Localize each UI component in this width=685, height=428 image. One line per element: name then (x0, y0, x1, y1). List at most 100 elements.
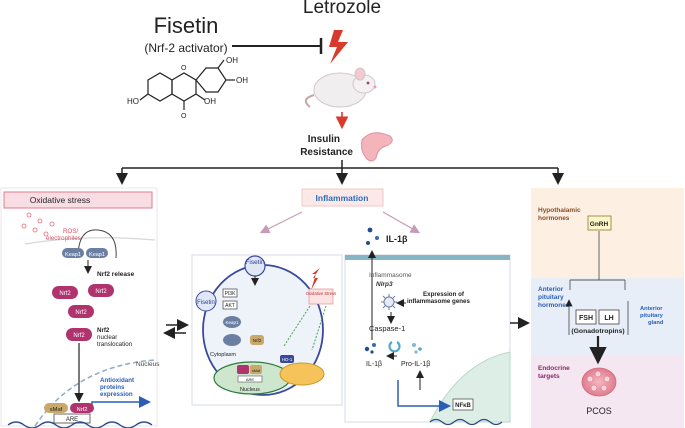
antioxidant-label-1: Antioxidant (100, 377, 134, 384)
insulin-label: Insulin (308, 134, 340, 145)
nlrp3-label: Nlrp3 (376, 281, 393, 288)
pi3k-label: PI3K (225, 291, 237, 297)
smaf-protein (44, 403, 68, 413)
oh-bottom-label: OH (204, 97, 216, 106)
nrf2-nuclear (237, 365, 249, 374)
ros-label-2: electrophiles (46, 235, 81, 242)
caspase-icon (388, 341, 401, 353)
lh-label: LH (604, 315, 613, 322)
pro-il1b-dots (412, 343, 422, 354)
pcos-ovary-icon (581, 367, 617, 397)
oh-top-label: OH (226, 56, 238, 65)
gnrh-label: GnRH (590, 221, 609, 228)
fisetin-inner-label: Fisetin (197, 300, 215, 306)
oxidative-header (3, 191, 153, 209)
il1b-top-label: IL-1β (386, 234, 408, 244)
endocrine-label-1: Endocrine (538, 365, 570, 372)
inflammation-title: Inflammation (316, 193, 369, 203)
fsh-label: FSH (579, 315, 593, 322)
pcos-label: PCOS (586, 406, 612, 416)
lightning-icon (329, 30, 348, 64)
rat-icon (304, 67, 377, 108)
pancreas-icon (361, 132, 393, 162)
antioxidant-label-2: proteins (100, 384, 125, 391)
il1b-dots-top (366, 227, 379, 245)
hypothalamic-label-1: Hypothalamic (538, 207, 581, 214)
oxidative-title: Oxidative stress (30, 195, 90, 205)
nrf2-b-label: Nrf2 (95, 289, 107, 295)
il1b-dots-bottom (364, 343, 376, 354)
o-carbonyl-label: O (181, 113, 187, 120)
nrf2-c (68, 305, 94, 318)
il1b-bottom-label: IL-1β (366, 361, 382, 368)
oxidative-bolt-icon (311, 268, 320, 290)
endocrine-label-2: targets (538, 373, 560, 380)
gnrh-box (587, 215, 612, 231)
inflammasome-label: Inflammasome (369, 272, 412, 279)
letrozole-title: Letrozole (303, 0, 381, 18)
nrf2-mid (250, 335, 264, 345)
anterior-label-2: pituitary (538, 294, 564, 301)
translocation-label-2: nuclear (97, 334, 117, 341)
nrf2-d (66, 328, 92, 341)
ros-dots (21, 212, 55, 237)
nrf2-c-label: Nrf2 (75, 310, 87, 316)
nfkb-arrow (397, 380, 451, 412)
fsh-box (575, 309, 597, 325)
keap1-mid (223, 316, 241, 328)
antioxidant-label-3: expression (100, 391, 133, 398)
akt-box (222, 300, 238, 310)
gland-label-2: pituitary (640, 313, 664, 319)
nucleus-label-left: Nucleus (136, 361, 160, 368)
keap1-b-label: Keap1 (89, 252, 105, 258)
nuclear-envelope (34, 359, 156, 427)
membrane-band (345, 255, 510, 260)
fisetin-molecule-inner (195, 290, 217, 312)
dna-strand (7, 421, 153, 428)
nrf2-dna (70, 403, 94, 413)
nrf2-dna-label: Nrf2 (77, 407, 88, 413)
hypothalamic-section (531, 188, 684, 278)
smaf-nuclear-label: sMaf (252, 369, 261, 373)
green-pathway-line (283, 305, 311, 347)
ho1-expression (279, 362, 325, 386)
fisetin-structure-icon (139, 59, 235, 110)
nfkb-label: NFκB (455, 403, 471, 409)
gonadotropins-label: (Gonadotropins) (571, 328, 624, 335)
nlrp3-icon (381, 294, 397, 310)
nrf2-a (52, 286, 78, 299)
cytoplasm-label: Cytoplasm (210, 352, 236, 358)
release-label: Nrf2 release (97, 271, 135, 278)
inflammation-header (301, 188, 384, 207)
pro-il1b-label: Pro-IL-1β (401, 361, 430, 368)
fisetin-role: (Nrf-2 activator) (144, 41, 227, 55)
keap-linker (77, 229, 117, 259)
bidirectional-arrows (163, 319, 189, 339)
keap1-mid-label: Keap1 (225, 320, 239, 325)
keap1-a-label: Keap1 (65, 252, 81, 258)
translocation-label-1: Nrf2 (97, 327, 110, 334)
ros-label-1: ROS/ (63, 228, 78, 235)
caspase-label: Caspase-1 (369, 324, 405, 333)
resistance-label: Resistance (300, 147, 353, 158)
ho-left-label: HO (127, 97, 139, 106)
anterior-label-1: Anterior (538, 286, 564, 293)
keap1-a (62, 248, 84, 258)
expression-label-2: inflammasome genes (407, 298, 470, 305)
nrf2-d-label: Nrf2 (73, 333, 85, 339)
nfkb-box (452, 398, 474, 411)
nrf2-b (88, 284, 114, 297)
oh-right-label: OH (236, 76, 248, 85)
inhibition-arrow (232, 38, 323, 54)
akt-label: AKT (225, 303, 235, 309)
are-box (53, 413, 91, 424)
lh-box (598, 309, 620, 325)
fisetin-title: Fisetin (154, 13, 219, 38)
cell-membrane (24, 237, 156, 245)
smaf-nuclear (250, 365, 262, 374)
are-label: ARE (66, 417, 78, 423)
gland-label-1: Anterior (640, 306, 663, 312)
translocation-label-3: translocation (97, 341, 133, 348)
